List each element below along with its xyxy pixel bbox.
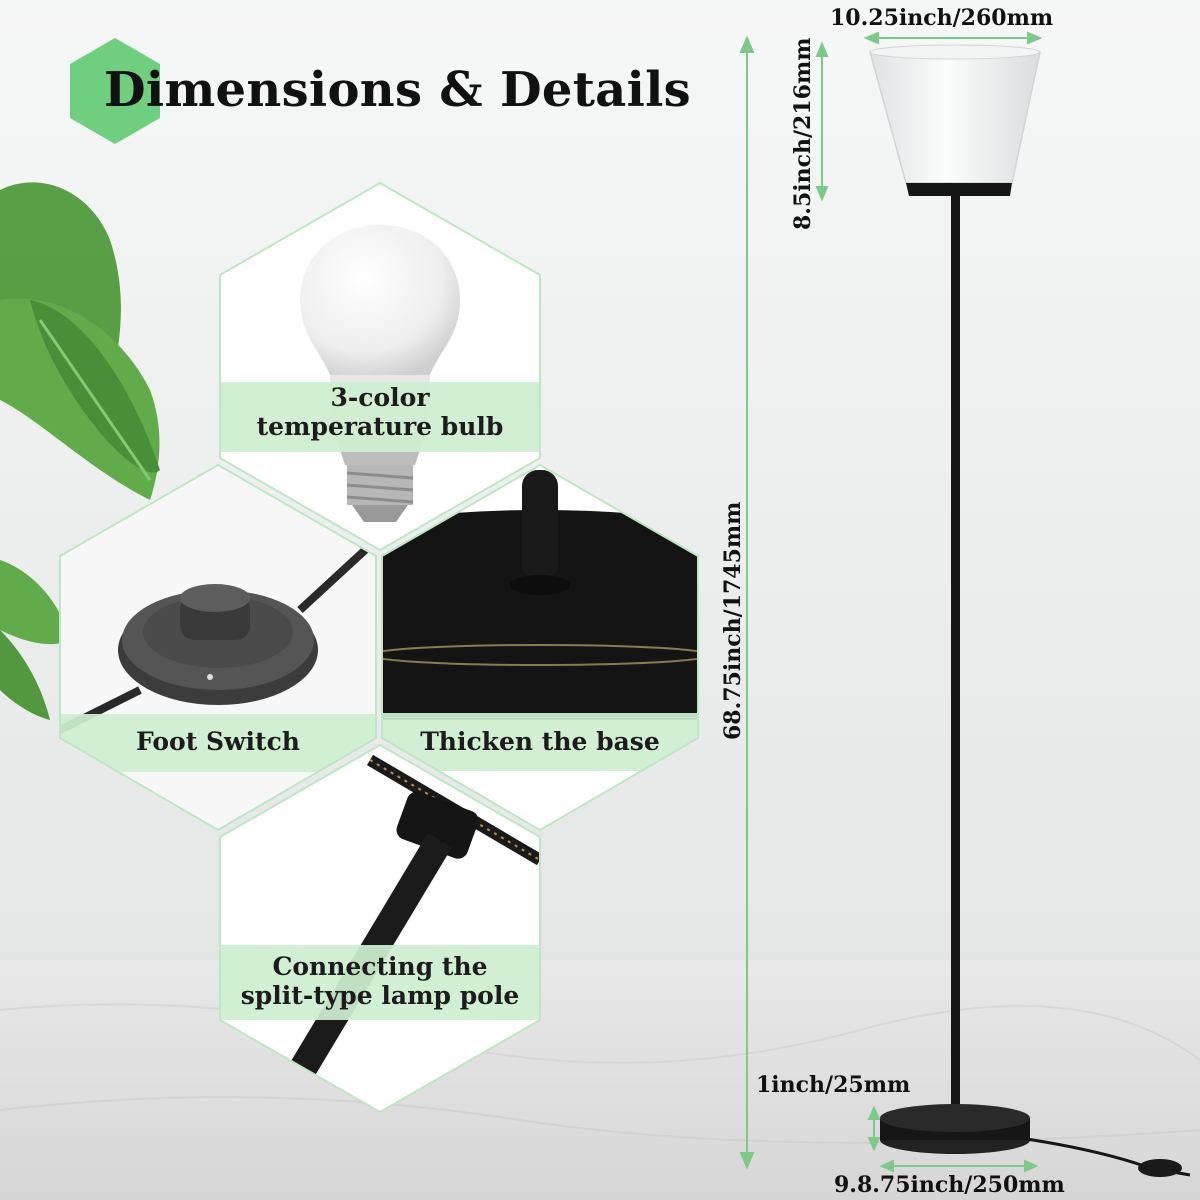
shade-width-label: 10.25inch/260mm	[830, 5, 1054, 31]
base-post	[522, 470, 558, 580]
floor-lamp	[869, 44, 1191, 1177]
foot-switch-label-band	[60, 714, 376, 772]
bulb-globe	[300, 225, 460, 375]
shade-width-dimension-line	[863, 31, 1043, 45]
pole-connector	[396, 791, 479, 859]
base-diameter-label: 9.8.75inch/250mm	[834, 1172, 1065, 1198]
pole-label-line-2: split-type lamp pole	[240, 981, 520, 1010]
bulb-label-band	[220, 382, 540, 452]
total-height-label: 68.75inch/1745mm	[720, 501, 746, 740]
total-height-dimension-line	[739, 35, 755, 1170]
title-hexagon	[70, 38, 160, 144]
pole-label-line-1: Connecting the	[272, 952, 488, 981]
base-label-band	[382, 713, 698, 771]
lamp-pole	[951, 196, 960, 1131]
plant-leaves	[0, 182, 160, 720]
base-thickness-label: 1inch/25mm	[756, 1072, 911, 1098]
bulb-label: 3-color temperature bulb	[220, 383, 540, 441]
pole-label: Connecting the split-type lamp pole	[220, 952, 540, 1010]
base-thickness-dimension-line	[867, 1105, 881, 1152]
bulb-label-line-1: 3-color	[330, 383, 430, 412]
base-diameter-dimension-line	[879, 1159, 1039, 1173]
foot-switch-label: Foot Switch	[135, 727, 300, 756]
pole-label-band	[220, 945, 540, 1020]
bulb-label-line-2: temperature bulb	[256, 412, 504, 441]
page-title: Dimensions & Details	[104, 62, 691, 118]
shade-height-label: 8.5inch/216mm	[790, 37, 816, 230]
shade-height-dimension-line	[815, 41, 829, 202]
base-label: Thicken the base	[420, 727, 660, 756]
lamp-foot-switch	[1138, 1159, 1182, 1177]
